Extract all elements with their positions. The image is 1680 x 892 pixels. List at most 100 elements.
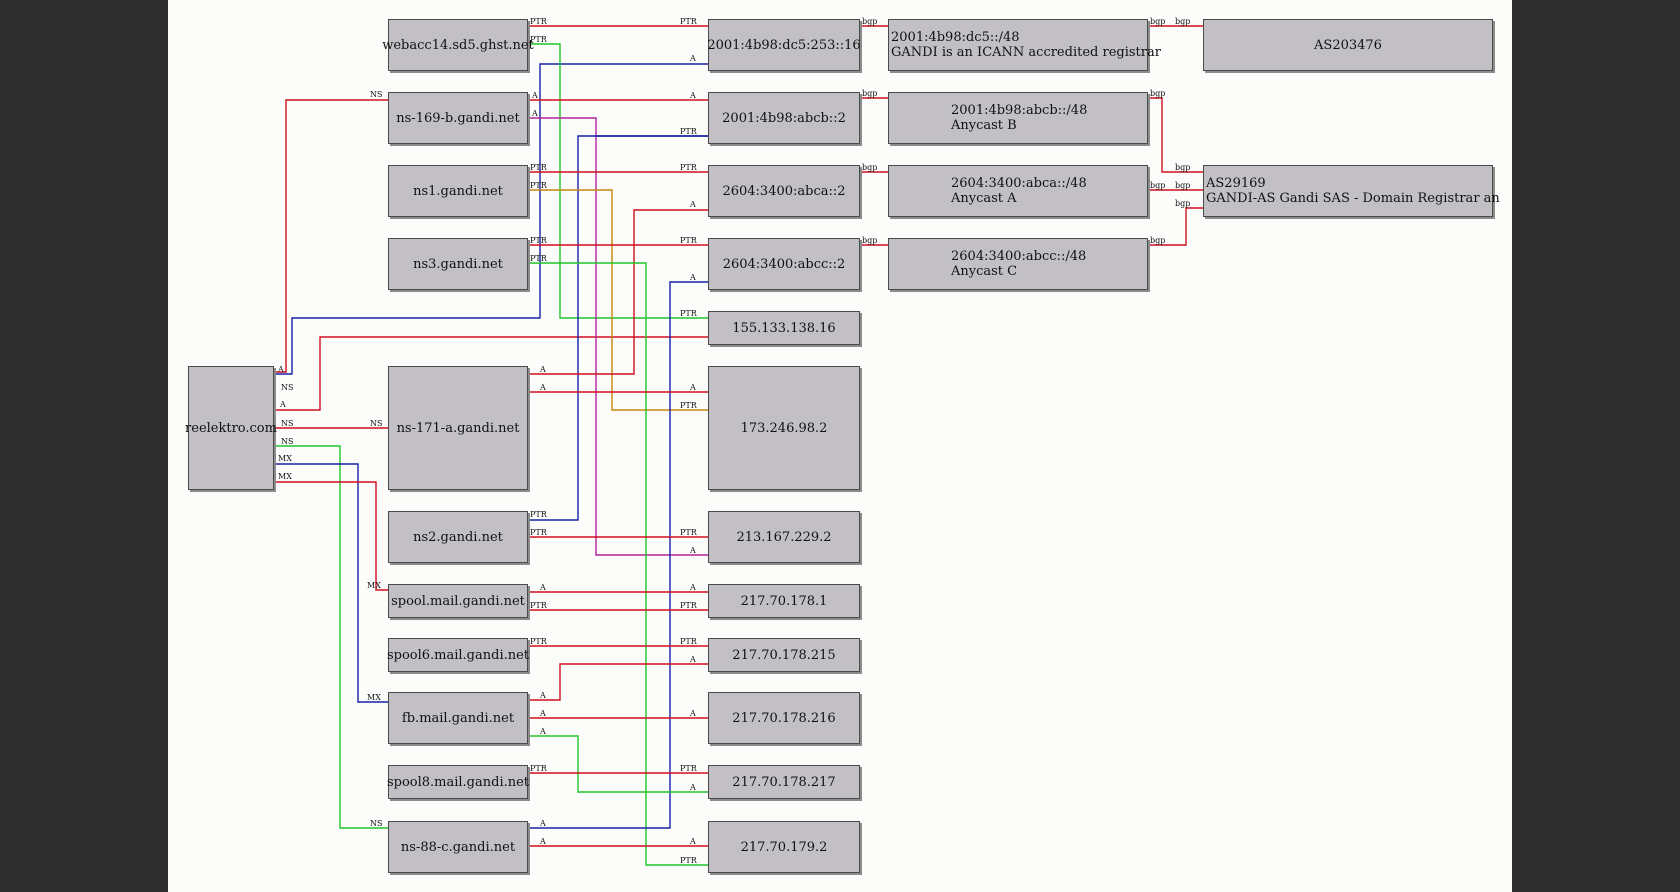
node-ip6-abcb[interactable]: 2001:4b98:abcb::2 <box>708 92 860 144</box>
edge-ptr-ns3-179 <box>528 262 708 866</box>
node-ip-217-215[interactable]: 217.70.178.215 <box>708 638 860 672</box>
edge-label-ptr: PTR <box>680 236 697 245</box>
edge-label-bgp: bgp <box>862 17 878 26</box>
edge-label-a: A <box>690 709 696 718</box>
edge-ns-88-c <box>274 445 388 829</box>
edge-bgp-abcc-as29169 <box>1148 207 1203 246</box>
node-prefix-abcb[interactable]: 2001:4b98:abcb::/48 Anycast B <box>888 92 1148 144</box>
node-ns-169-b[interactable]: ns-169-b.gandi.net <box>388 92 528 144</box>
edge-label-a: A <box>690 546 696 555</box>
edge-label-ns: NS <box>370 90 383 99</box>
node-as29169[interactable]: AS29169 GANDI-AS Gandi SAS - Domain Regi… <box>1203 165 1500 217</box>
node-as203476[interactable]: AS203476 <box>1203 19 1493 71</box>
node-spool6-mail[interactable]: spool6.mail.gandi.net <box>387 638 529 672</box>
edge-label-ns: NS <box>370 419 383 428</box>
edge-label-ns: NS <box>370 819 383 828</box>
node-ip-155[interactable]: 155.133.138.16 <box>708 311 860 345</box>
edge-ptr-ns1-173 <box>528 189 708 411</box>
edge-label-ptr: PTR <box>680 309 697 318</box>
edge-label-bgp: bgp <box>1150 17 1166 26</box>
edge-label-ptr: PTR <box>530 163 547 172</box>
edge-label-a: A <box>690 583 696 592</box>
edge-label-a: A <box>540 691 546 700</box>
edge-bgp-abcb-as29169 <box>1148 97 1203 173</box>
edge-label-ptr: PTR <box>530 254 547 263</box>
edge-label-mx: MX <box>367 693 381 702</box>
edge-label-ptr: PTR <box>680 127 697 136</box>
edge-label-a: A <box>540 727 546 736</box>
node-ip6-abca[interactable]: 2604:3400:abca::2 <box>708 165 860 217</box>
edge-label-bgp: bgp <box>1175 17 1191 26</box>
edge-a-155 <box>274 336 708 411</box>
edge-label-ptr: PTR <box>680 17 697 26</box>
edge-label-a: A <box>532 91 538 100</box>
node-ip6-abcc[interactable]: 2604:3400:abcc::2 <box>708 238 860 290</box>
edge-label-ptr: PTR <box>530 528 547 537</box>
prefix-abca-line2: Anycast A <box>951 191 1017 206</box>
edge-mx-spool <box>274 481 388 591</box>
node-prefix-abcc[interactable]: 2604:3400:abcc::/48 Anycast C <box>888 238 1148 290</box>
edge-label-a: A <box>278 365 284 374</box>
node-fb-mail[interactable]: fb.mail.gandi.net <box>388 692 528 744</box>
prefix-abca-line1: 2604:3400:abca::/48 <box>951 176 1087 191</box>
edge-label-ptr: PTR <box>530 35 547 44</box>
node-ip-213[interactable]: 213.167.229.2 <box>708 511 860 563</box>
edge-label-a: A <box>690 273 696 282</box>
edge-label-bgp: bgp <box>1150 236 1166 245</box>
edge-a-fb-217 <box>528 735 708 793</box>
node-ns3[interactable]: ns3.gandi.net <box>388 238 528 290</box>
edge-label-bgp: bgp <box>862 236 878 245</box>
edge-label-ns: NS <box>281 437 294 446</box>
node-ip6-dc5[interactable]: 2001:4b98:dc5:253::16 <box>707 19 861 71</box>
node-prefix-abca[interactable]: 2604:3400:abca::/48 Anycast A <box>888 165 1148 217</box>
node-ip-217-1[interactable]: 217.70.178.1 <box>708 584 860 618</box>
edge-label-a: A <box>540 583 546 592</box>
edge-label-a: A <box>540 383 546 392</box>
edge-label-a: A <box>690 383 696 392</box>
edge-label-ptr: PTR <box>680 856 697 865</box>
node-ip-217-216[interactable]: 217.70.178.216 <box>708 692 860 744</box>
node-ip-173[interactable]: 173.246.98.2 <box>708 366 860 490</box>
edge-label-bgp: bgp <box>862 163 878 172</box>
edge-label-bgp: bgp <box>1150 181 1166 190</box>
edge-a-ns171a-abca <box>528 209 708 375</box>
edge-label-a: A <box>690 655 696 664</box>
diagram-canvas: reelektro.com webacc14.sd5.ghst.net ns-1… <box>168 0 1512 892</box>
node-spool8-mail[interactable]: spool8.mail.gandi.net <box>387 765 529 799</box>
edge-label-ptr: PTR <box>530 637 547 646</box>
edge-label-bgp: bgp <box>1175 163 1191 172</box>
edge-label-ptr: PTR <box>530 236 547 245</box>
node-ns1[interactable]: ns1.gandi.net <box>388 165 528 217</box>
edge-label-a: A <box>690 54 696 63</box>
edge-label-a: A <box>280 400 286 409</box>
node-reelektro-com[interactable]: reelektro.com <box>185 366 277 490</box>
node-webacc14[interactable]: webacc14.sd5.ghst.net <box>382 19 534 71</box>
node-ns-88-c[interactable]: ns-88-c.gandi.net <box>388 821 528 873</box>
edge-label-ptr: PTR <box>680 637 697 646</box>
diagram-edges <box>274 25 1203 866</box>
edge-label-ptr: PTR <box>680 528 697 537</box>
edge-ns-169-b <box>274 99 388 373</box>
edge-label-a: A <box>690 91 696 100</box>
edge-label-ptr: PTR <box>530 181 547 190</box>
edge-label-a: A <box>690 783 696 792</box>
node-prefix-dc5[interactable]: 2001:4b98:dc5::/48 GANDI is an ICANN acc… <box>888 19 1161 71</box>
prefix-abcc-line2: Anycast C <box>951 264 1018 279</box>
edge-label-a: A <box>540 837 546 846</box>
edge-label-a: A <box>540 819 546 828</box>
node-spool-mail[interactable]: spool.mail.gandi.net <box>388 584 528 618</box>
node-ns2[interactable]: ns2.gandi.net <box>388 511 528 563</box>
edge-a-ns88c-abcc <box>528 281 708 829</box>
edge-label-ns: NS <box>281 383 294 392</box>
edge-label-bgp: bgp <box>1150 89 1166 98</box>
as29169-line2: GANDI-AS Gandi SAS - Domain Registrar an <box>1206 191 1500 206</box>
node-ip-217-217[interactable]: 217.70.178.217 <box>708 765 860 799</box>
edge-label-ptr: PTR <box>680 601 697 610</box>
edge-label-ptr: PTR <box>680 764 697 773</box>
node-ip-179-2[interactable]: 217.70.179.2 <box>708 821 860 873</box>
edge-label-bgp: bgp <box>1175 199 1191 208</box>
node-ns-171-a[interactable]: ns-171-a.gandi.net <box>388 366 528 490</box>
edge-mx-fb <box>274 463 388 703</box>
edge-label-ptr: PTR <box>530 17 547 26</box>
edge-label-mx: MX <box>278 472 292 481</box>
